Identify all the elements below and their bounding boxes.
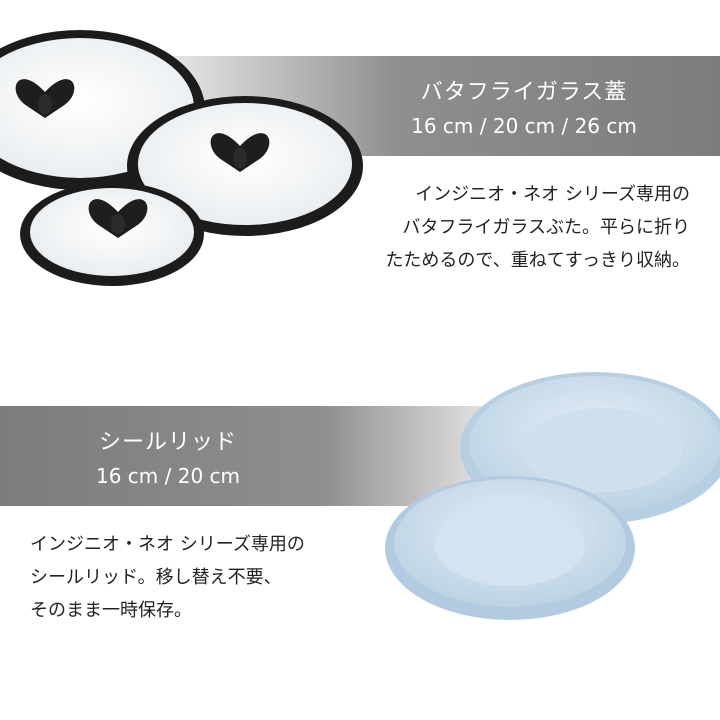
small-seal-lid (385, 476, 635, 620)
seal-lid-sizes: 16 cm / 20 cm (95, 464, 241, 488)
description-line: インジニオ・ネオ シリーズ専用の (415, 184, 690, 205)
medium-glass-lid (127, 96, 363, 236)
butterfly-lid-description: インジニオ・ネオ シリーズ専用の バタフライガラスぶた。平らに折り たためるので… (385, 178, 690, 277)
description-line: シールリッド。移し替え不要、 (30, 567, 282, 588)
butterfly-glass-lids-image (0, 30, 363, 286)
butterfly-knob-icon (15, 79, 75, 118)
seal-lid-title: シールリッド (98, 430, 237, 455)
butterfly-lid-sizes: 16 cm / 20 cm / 26 cm (411, 114, 637, 138)
description-line: そのまま一時保存。 (30, 600, 192, 621)
description-line: インジニオ・ネオ シリーズ専用の (30, 534, 305, 555)
butterfly-knob-icon (210, 133, 270, 172)
butterfly-knob-icon (88, 199, 148, 238)
butterfly-lid-title: バタフライガラス蓋 (420, 80, 628, 105)
description-line: バタフライガラスぶた。平らに折り (402, 217, 690, 238)
description-line: たためるので、重ねてすっきり収納。 (385, 250, 690, 271)
seal-lids-image (385, 372, 720, 620)
small-glass-lid (20, 182, 204, 286)
seal-lid-description: インジニオ・ネオ シリーズ専用の シールリッド。移し替え不要、 そのまま一時保存… (30, 528, 305, 627)
